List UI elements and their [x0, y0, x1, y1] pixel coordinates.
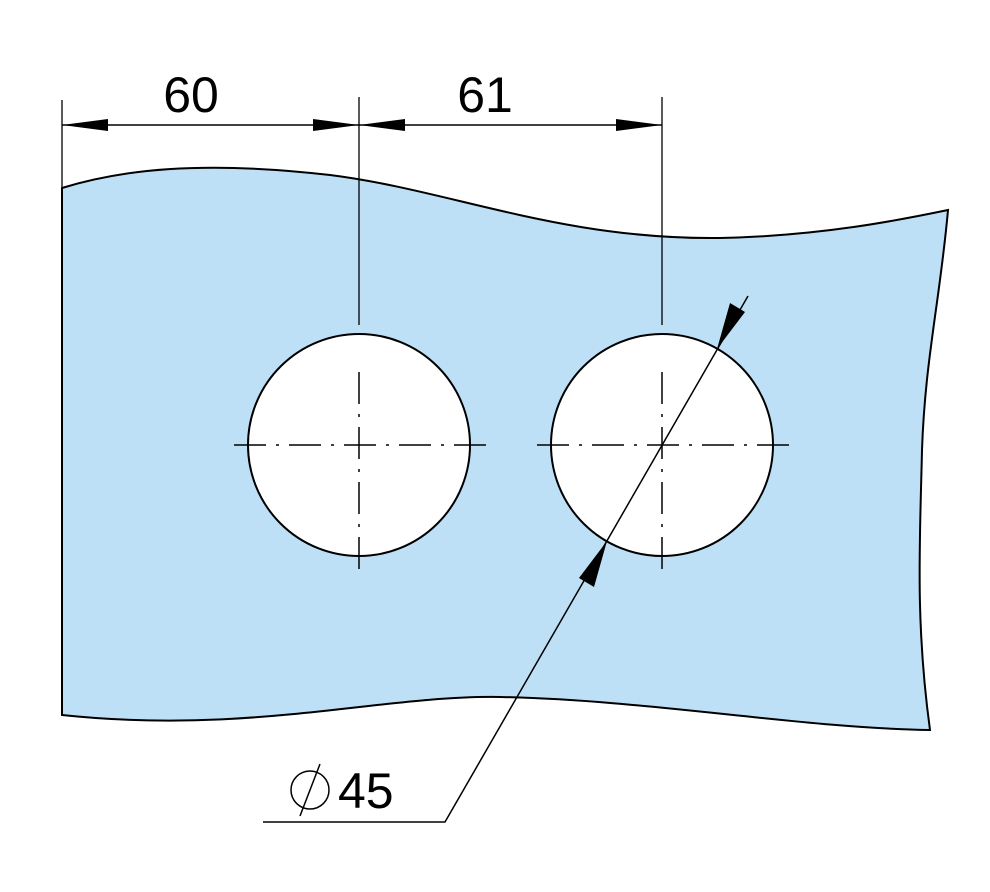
diameter-leader-line [263, 295, 749, 823]
diameter-arrow-bottom [579, 541, 607, 587]
dimension-text-61: 61 [457, 67, 513, 123]
glass-plate [61, 166, 950, 732]
diameter-text-45: 45 [338, 763, 394, 819]
diameter-arrow-top [717, 303, 745, 349]
dimension-arrows [62, 119, 662, 131]
diameter-symbol-icon [290, 763, 330, 817]
dimension-text-60: 60 [163, 67, 219, 123]
